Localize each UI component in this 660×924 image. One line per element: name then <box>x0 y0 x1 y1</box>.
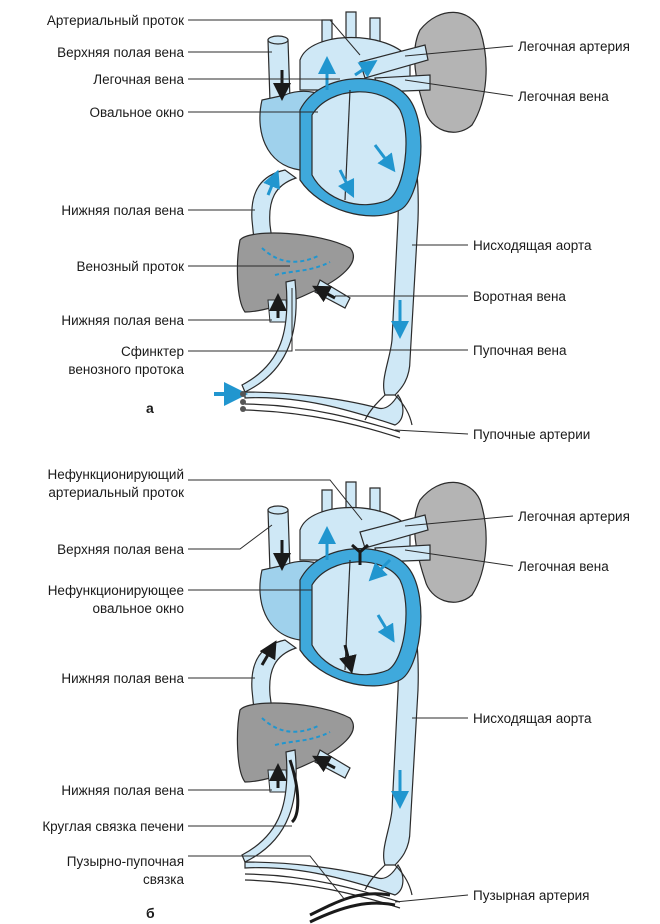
label-round-ligament: Круглая связка печени <box>42 818 184 835</box>
panel-a-figure <box>214 12 486 438</box>
label-pulmonary-artery-b: Легочная артерия <box>518 508 630 525</box>
label-pulmonary-artery: Легочная артерия <box>518 38 630 55</box>
label-nonfunctional-ductus: Нефункционирующий <box>47 466 184 483</box>
label-pulmonary-vein: Легочная вена <box>93 71 184 88</box>
label-pulmonary-vein-b: Легочная вена <box>518 558 609 575</box>
label-inferior-vena-cava-b-lower: Нижняя полая вена <box>61 782 184 799</box>
label-foramen-ovale: Овальное окно <box>89 104 184 121</box>
label-nonfunctional-foramen-line2: овальное окно <box>92 600 184 617</box>
label-descending-aorta: Нисходящая аорта <box>473 237 591 254</box>
label-superior-vena-cava: Верхняя полая вена <box>57 44 184 61</box>
label-superior-vena-cava-b: Верхняя полая вена <box>57 541 184 558</box>
label-portal-vein: Воротная вена <box>473 288 566 305</box>
label-pulmonary-vein-right: Легочная вена <box>518 88 609 105</box>
label-ductus-arteriosus: Артериальный проток <box>47 12 184 29</box>
label-inferior-vena-cava: Нижняя полая вена <box>61 202 184 219</box>
label-umbilical-arteries: Пупочные артерии <box>473 426 590 443</box>
label-nonfunctional-ductus-line2: артериальный проток <box>48 484 184 501</box>
label-ductus-venosus: Венозный проток <box>77 258 184 275</box>
label-inferior-vena-cava-b: Нижняя полая вена <box>61 670 184 687</box>
label-vesical-artery: Пузырная артерия <box>473 887 590 904</box>
label-vesicoumbilical-ligament: Пузырно-пупочная <box>67 853 184 870</box>
label-inferior-vena-cava-lower: Нижняя полая вена <box>61 312 184 329</box>
label-sphincter-line2: венозного протока <box>68 361 184 378</box>
panel-b-letter: б <box>146 905 155 921</box>
label-sphincter: Сфинктер <box>121 343 184 360</box>
label-descending-aorta-b: Нисходящая аорта <box>473 710 591 727</box>
label-nonfunctional-foramen: Нефункционирующее <box>48 582 184 599</box>
label-umbilical-vein: Пупочная вена <box>473 342 567 359</box>
label-vesicoumbilical-ligament-line2: связка <box>143 871 184 888</box>
panel-a-letter: а <box>146 400 154 416</box>
